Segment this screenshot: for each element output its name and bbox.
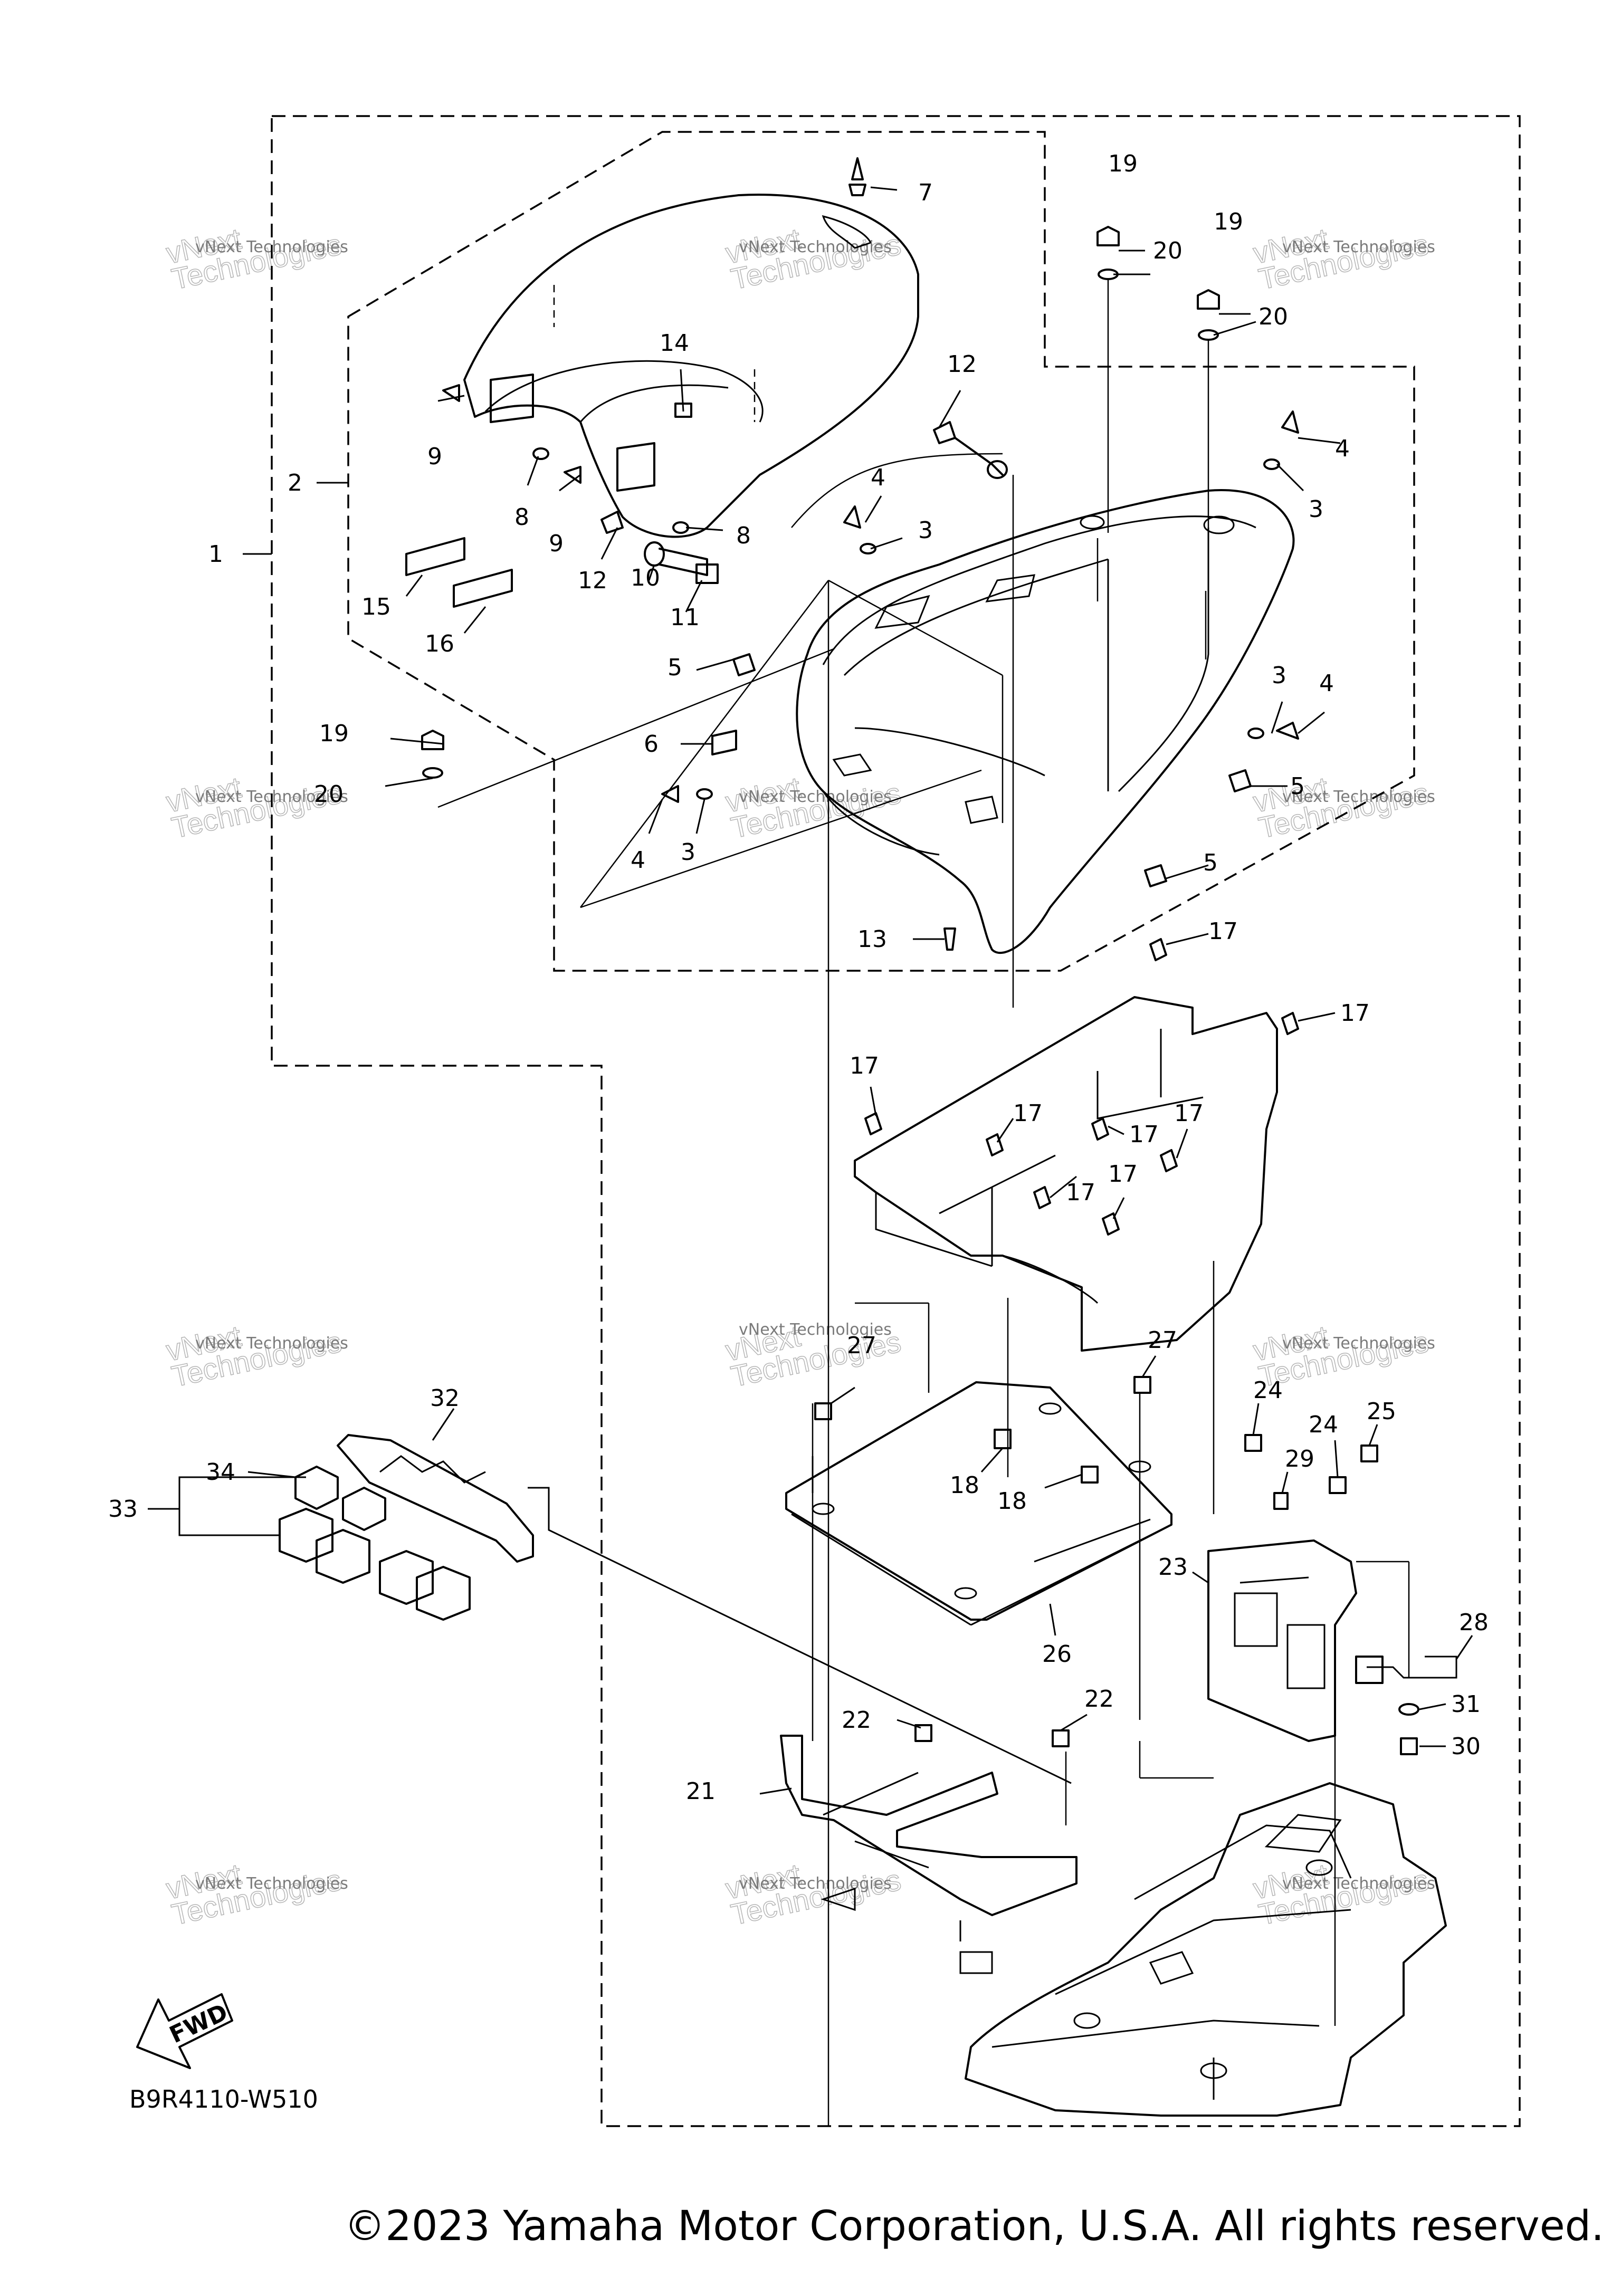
boundary-outer: [271, 115, 1521, 2127]
guide-lines: [437, 453, 1207, 2126]
callout-27: 27: [847, 1332, 876, 1359]
callout-4: 4: [1335, 435, 1350, 462]
callout-5: 5: [668, 654, 682, 681]
callout-9: 9: [427, 443, 442, 470]
callout-19: 19: [1214, 208, 1243, 235]
callout-17: 17: [1208, 918, 1238, 945]
callout-34: 34: [206, 1459, 235, 1486]
callout-28: 28: [1459, 1609, 1489, 1636]
callout-19: 19: [319, 720, 349, 747]
callout-numbers: 1 2 3 3 3 3 4 4 4 4 5 5 5 6 7 8 8 9 9 10…: [108, 150, 1489, 1805]
callout-22: 22: [842, 1707, 871, 1734]
callout-29: 29: [1285, 1446, 1314, 1472]
diagram-code: B9R4110-W510: [129, 2085, 318, 2113]
watermark-text: vNext Technologies: [739, 1874, 892, 1893]
callout-33: 33: [108, 1496, 138, 1523]
callout-18: 18: [997, 1488, 1027, 1515]
watermark-text: vNext Technologies: [1282, 788, 1435, 806]
callout-20: 20: [314, 781, 344, 808]
ecu-bracket: [1207, 1539, 1357, 1742]
callout-17: 17: [1129, 1121, 1159, 1148]
frame: [965, 1782, 1447, 2117]
callout-12: 12: [578, 567, 607, 594]
callout-21: 21: [686, 1778, 716, 1805]
callout-10: 10: [631, 565, 660, 591]
callout-23: 23: [1158, 1554, 1188, 1581]
callout-4: 4: [631, 847, 645, 874]
watermark-text: vNext Technologies: [739, 1321, 892, 1339]
callout-3: 3: [1309, 496, 1323, 523]
callout-3: 3: [918, 517, 933, 544]
relay-assembly: [279, 1434, 1072, 1784]
callout-32: 32: [430, 1385, 460, 1412]
callout-4: 4: [871, 464, 885, 491]
watermark-text: vNext Technologies: [195, 1874, 348, 1893]
callout-18: 18: [950, 1472, 979, 1499]
callout-19: 19: [1108, 150, 1138, 177]
watermark-group: vNext Technologies vNext Technologies vN…: [163, 222, 1435, 1932]
callout-9: 9: [549, 530, 564, 557]
callout-20: 20: [1153, 237, 1183, 264]
callout-17: 17: [1013, 1100, 1043, 1127]
watermark-text: vNext Technologies: [739, 238, 892, 256]
leader-lines: [148, 186, 1473, 2026]
callout-24: 24: [1253, 1377, 1283, 1404]
callout-11: 11: [670, 604, 700, 631]
callout-15: 15: [361, 594, 391, 620]
callout-14: 14: [660, 330, 689, 357]
callout-8: 8: [736, 522, 751, 549]
callout-27: 27: [1148, 1327, 1177, 1354]
wire-lead: [1355, 1656, 1457, 1684]
under-seat-tray: [854, 996, 1278, 1352]
callout-8: 8: [514, 504, 529, 531]
fasteners: [405, 157, 1419, 1755]
callout-17: 17: [1108, 1161, 1138, 1188]
callout-5: 5: [1203, 849, 1218, 876]
watermark-text: vNext Technologies: [1282, 238, 1435, 256]
boundary-seat: [347, 131, 1415, 972]
battery-tray: [785, 1381, 1172, 1626]
callout-25: 25: [1367, 1398, 1396, 1425]
callout-22: 22: [1084, 1686, 1114, 1713]
tail-cowl: [796, 489, 1295, 954]
callout-17: 17: [1340, 1000, 1370, 1027]
callout-5: 5: [1290, 773, 1305, 800]
copyright-notice: ©2023 Yamaha Motor Corporation, U.S.A. A…: [344, 2203, 1604, 2250]
watermark: vNext Technologies: [722, 1319, 904, 1394]
callout-6: 6: [644, 731, 659, 758]
callout-2: 2: [288, 470, 302, 496]
assembly-boundaries: [271, 115, 1521, 2127]
fwd-arrow-icon: FWD: [136, 1993, 233, 2069]
callout-1: 1: [208, 541, 223, 568]
callout-30: 30: [1451, 1733, 1481, 1760]
callout-20: 20: [1258, 303, 1288, 330]
callout-17: 17: [1174, 1100, 1204, 1127]
callout-13: 13: [857, 926, 887, 953]
seat: [463, 194, 919, 538]
callout-7: 7: [918, 179, 933, 206]
callout-3: 3: [1272, 662, 1286, 689]
watermark-text: vNext Technologies: [195, 1334, 348, 1353]
watermark-text: vNext Technologies: [1282, 1874, 1435, 1893]
bracket: [780, 1735, 1078, 1974]
callout-4: 4: [1319, 670, 1334, 697]
callout-16: 16: [425, 630, 454, 657]
watermark-text: vNext Technologies: [1282, 1334, 1435, 1353]
callout-24: 24: [1309, 1411, 1338, 1438]
callout-3: 3: [681, 839, 695, 866]
callout-17: 17: [850, 1053, 879, 1079]
callout-26: 26: [1042, 1641, 1072, 1668]
callout-31: 31: [1451, 1691, 1481, 1718]
watermark-text: vNext Technologies: [739, 788, 892, 806]
callout-12: 12: [947, 351, 977, 378]
callout-17: 17: [1066, 1179, 1095, 1206]
